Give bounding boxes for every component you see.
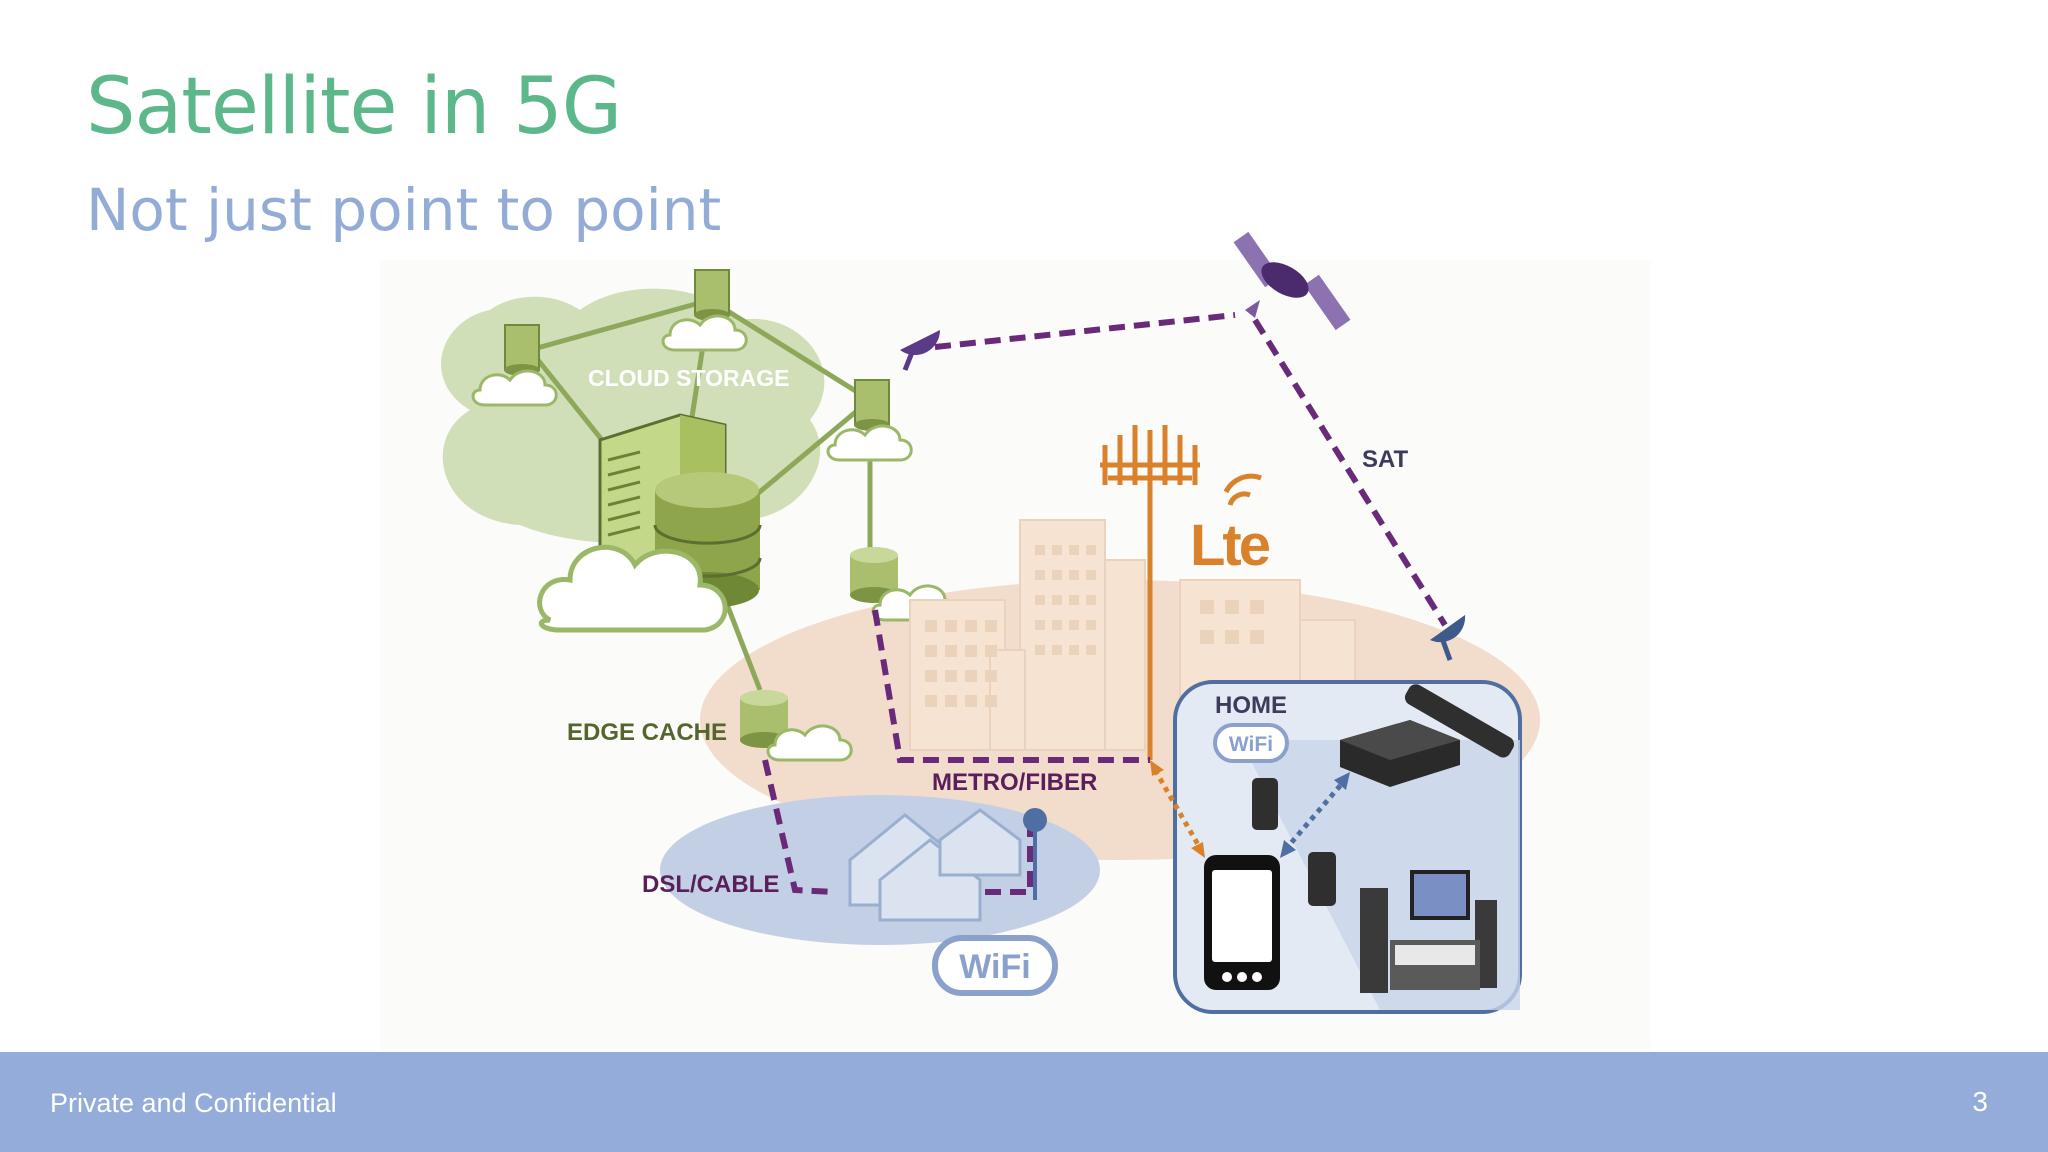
lte-to-phone-arrow: [1150, 760, 1205, 858]
houses-icon: [848, 808, 1022, 922]
network-diagram: Lte WiFi: [380, 231, 1650, 1050]
set-top-box-icon: [1340, 720, 1460, 787]
slide-title: Satellite in 5G: [86, 62, 622, 152]
wifi-pole: [1023, 808, 1047, 900]
smartphone-large: [1204, 855, 1280, 990]
home-label: HOME: [1215, 692, 1287, 719]
home-theater-icon: [1360, 870, 1497, 993]
cloud-links: [528, 297, 873, 691]
server-node-right: [826, 379, 913, 462]
edge-cache-node: [740, 690, 853, 762]
wifi-logo-small-text: WiFi: [1229, 733, 1273, 756]
satellite-icon: [1233, 231, 1351, 331]
satellite-links: [934, 312, 1448, 627]
satellite-dish-home: [1430, 615, 1466, 661]
footer-confidential-text: Private and Confidential: [50, 1088, 337, 1118]
smartphone-small-2: [1308, 852, 1336, 906]
label-edge-cache: EDGE CACHE: [567, 719, 727, 746]
lte-logo: Lte: [1190, 513, 1270, 578]
footer-bar: Private and Confidential 3: [0, 1052, 2048, 1152]
slide-subtitle: Not just point to point: [86, 176, 722, 244]
wifi-logo-large-text: WiFi: [959, 948, 1030, 986]
wifi-logo-small: WiFi: [1213, 723, 1289, 763]
label-sat: SAT: [1362, 446, 1409, 473]
remote-control-icon: [1404, 684, 1515, 758]
smartphone-small-1: [1252, 778, 1278, 830]
fiber-links: [762, 609, 1150, 895]
label-cloud-storage: CLOUD STORAGE: [588, 365, 789, 391]
building-windows: [925, 545, 1264, 707]
label-dsl-cable: DSL/CABLE: [642, 871, 779, 898]
satellite-dish-cloud: [900, 330, 940, 371]
cloud-icon-large: [537, 544, 728, 633]
page-number: 3: [1972, 1086, 1988, 1117]
lte-tower-icon: [1100, 425, 1200, 760]
lte-signal-icon: [1223, 473, 1262, 506]
label-metro-fiber: METRO/FIBER: [932, 769, 1097, 796]
server-node-left: [471, 324, 558, 407]
wifi-logo-large: WiFi: [932, 935, 1058, 996]
home-wifi-arrow: [1280, 772, 1350, 858]
server-node-top: [661, 269, 748, 352]
